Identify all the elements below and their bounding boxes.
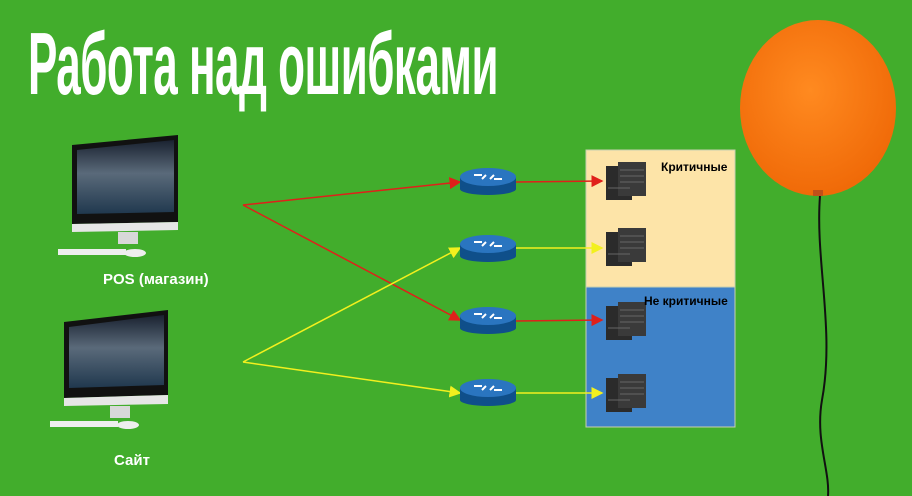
zone-noncritical-label: Не критичные bbox=[644, 294, 728, 308]
router-icon bbox=[460, 307, 516, 334]
server-icon bbox=[606, 374, 646, 412]
pos-label: POS (магазин) bbox=[103, 271, 209, 288]
router-icon bbox=[460, 379, 516, 406]
site-computer-icon bbox=[50, 310, 168, 429]
balloon-icon bbox=[740, 20, 896, 496]
link bbox=[242, 204, 462, 321]
router-icon bbox=[460, 168, 516, 195]
server-icon bbox=[606, 302, 646, 340]
pos-links bbox=[242, 175, 604, 327]
link bbox=[242, 247, 462, 363]
slide-title: Работа над ошибками bbox=[28, 14, 499, 113]
site-links bbox=[242, 242, 604, 399]
link bbox=[515, 314, 604, 327]
pos-computer-icon bbox=[58, 135, 178, 257]
link bbox=[515, 175, 604, 188]
zone-critical-label: Критичные bbox=[661, 160, 728, 174]
link bbox=[242, 361, 462, 398]
router-icons bbox=[460, 168, 516, 406]
server-icons bbox=[606, 162, 646, 412]
site-label: Сайт bbox=[114, 452, 150, 469]
server-icon bbox=[606, 228, 646, 266]
router-icon bbox=[460, 235, 516, 262]
link bbox=[242, 177, 462, 206]
server-icon bbox=[606, 162, 646, 200]
